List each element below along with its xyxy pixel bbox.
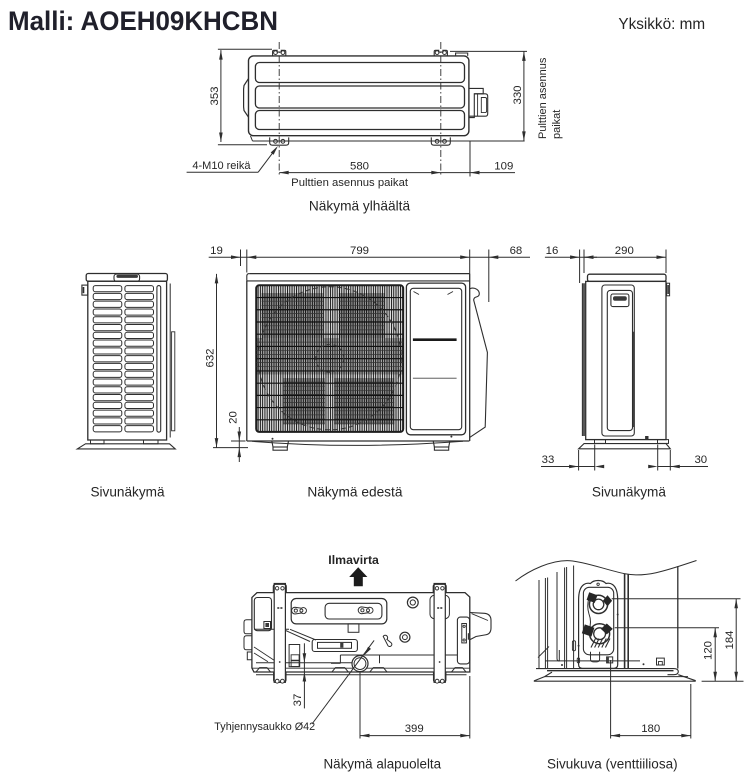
svg-text:19: 19	[210, 245, 223, 257]
svg-text:399: 399	[405, 723, 424, 735]
svg-text:30: 30	[694, 454, 707, 466]
svg-text:120: 120	[703, 641, 715, 660]
svg-text:16: 16	[546, 245, 559, 257]
svg-text:Ilmavirta: Ilmavirta	[328, 553, 379, 567]
svg-text:Yksikkö: mm: Yksikkö: mm	[618, 16, 705, 33]
svg-text:Sivunäkymä: Sivunäkymä	[592, 484, 666, 499]
svg-text:Pulttien asennus paikat: Pulttien asennus paikat	[291, 177, 409, 189]
svg-text:4-M10 reikä: 4-M10 reikä	[192, 160, 251, 172]
svg-text:184: 184	[724, 630, 736, 649]
svg-text:37: 37	[292, 694, 304, 707]
svg-text:Sivunäkymä: Sivunäkymä	[90, 484, 164, 499]
svg-text:330: 330	[512, 85, 524, 104]
svg-text:Näkymä alapuolelta: Näkymä alapuolelta	[323, 756, 441, 771]
svg-text:Näkymä edestä: Näkymä edestä	[307, 484, 402, 499]
svg-text:33: 33	[542, 454, 555, 466]
svg-text:paikat: paikat	[551, 110, 563, 139]
svg-text:580: 580	[350, 160, 369, 172]
svg-text:20: 20	[227, 411, 239, 424]
svg-text:290: 290	[615, 245, 634, 257]
svg-text:109: 109	[494, 160, 513, 172]
svg-text:Näkymä ylhäältä: Näkymä ylhäältä	[309, 198, 411, 213]
svg-text:Malli: AOEH09KHCBN: Malli: AOEH09KHCBN	[8, 6, 278, 36]
svg-text:68: 68	[510, 245, 523, 257]
svg-text:Sivukuva (venttiiliosa): Sivukuva (venttiiliosa)	[547, 756, 678, 771]
svg-text:353: 353	[209, 86, 221, 105]
svg-text:799: 799	[350, 245, 369, 257]
svg-text:Tyhjennysaukko Ø42: Tyhjennysaukko Ø42	[214, 721, 315, 733]
svg-text:632: 632	[205, 348, 217, 367]
svg-text:180: 180	[641, 723, 660, 735]
svg-text:Pulttien asennus: Pulttien asennus	[537, 57, 549, 139]
